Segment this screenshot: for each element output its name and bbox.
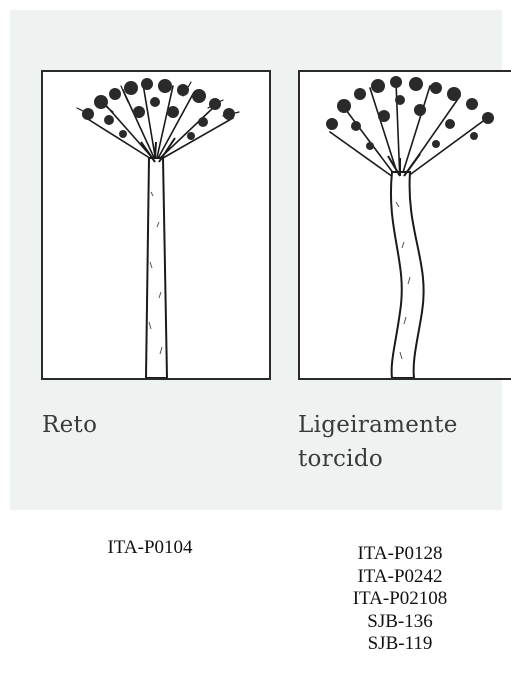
straight-tree-label: Reto (42, 412, 98, 438)
straight-tree-frame (41, 70, 271, 380)
label-line-1: Ligeiramente (298, 412, 458, 438)
code-item: ITA-P0242 (357, 565, 443, 587)
label-line-2: torcido (298, 446, 383, 472)
code-item: ITA-P0104 (107, 537, 193, 558)
code-item: ITA-P0128 (357, 543, 443, 564)
code-item: ITA-P02108 (352, 588, 448, 609)
slightly-twisted-tree-label: Ligeiramente torcido (298, 408, 498, 476)
straight-tree-codes: ITA-P0104 (50, 537, 250, 560)
straight-tree-illustration (76, 78, 240, 378)
slightly-twisted-tree-frame (298, 70, 511, 380)
code-item: SJB-136 (367, 610, 433, 632)
slightly-twisted-tree-illustration (326, 76, 494, 378)
code-item: SJB-119 (367, 633, 433, 654)
figure-panel: Reto Ligeiramente torcido (10, 10, 511, 510)
slightly-twisted-tree-codes: ITA-P0128 ITA-P0242 ITA-P02108 SJB-136 S… (300, 543, 500, 656)
